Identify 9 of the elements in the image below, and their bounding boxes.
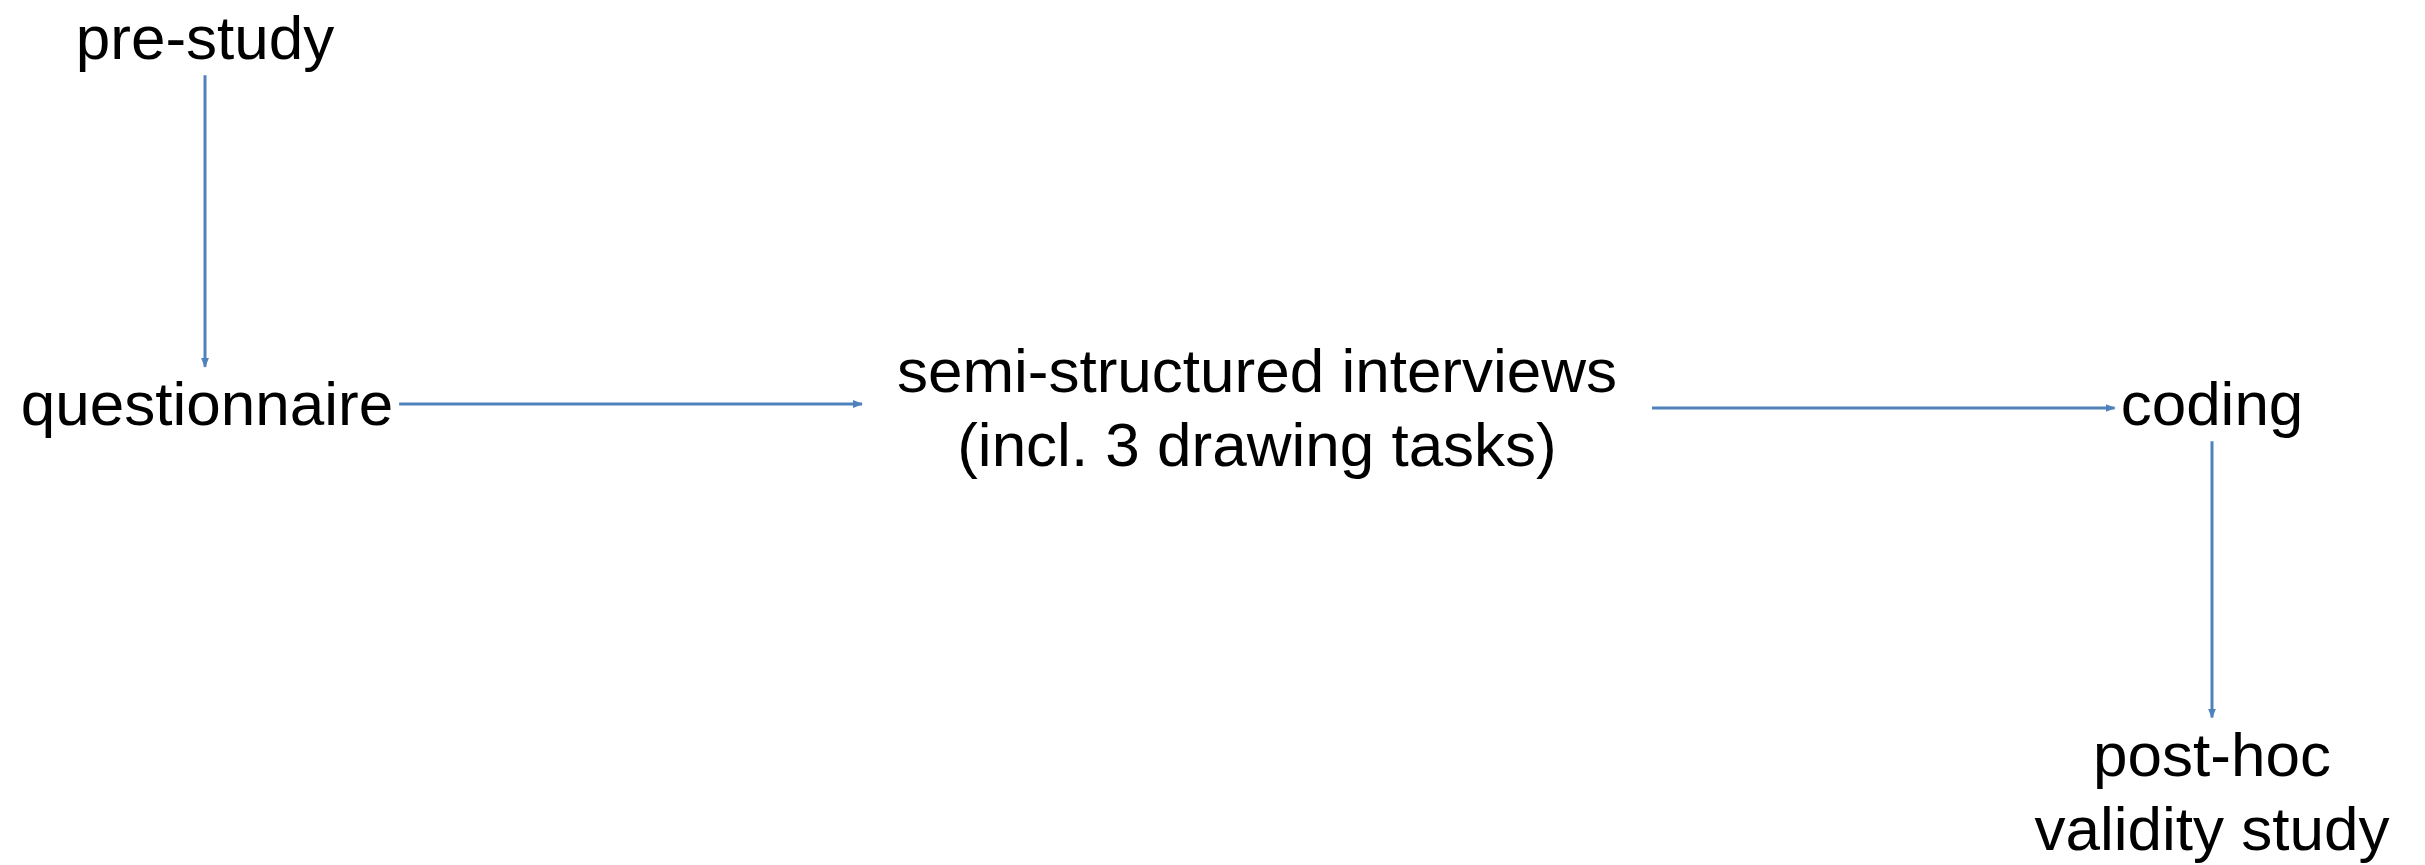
arrow bbox=[2208, 441, 2216, 719]
step-label: pre-study bbox=[75, 1, 335, 74]
step-label: semi-structured interviews (incl. 3 drawing tasks) bbox=[895, 334, 1619, 481]
arrow bbox=[399, 400, 863, 408]
step-label: coding bbox=[2120, 367, 2304, 440]
arrow bbox=[1652, 404, 2116, 412]
arrow bbox=[201, 75, 209, 368]
step-label: questionnaire bbox=[20, 367, 394, 440]
step-label: post-hoc validity study bbox=[2033, 718, 2391, 865]
